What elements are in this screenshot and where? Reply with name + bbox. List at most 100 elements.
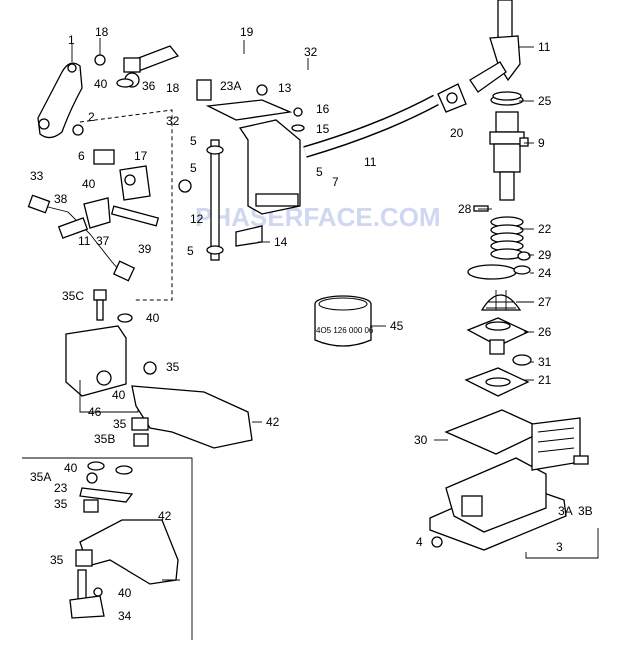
washer-40-top (116, 78, 134, 88)
nut-2 (72, 124, 84, 136)
tube-11 (303, 94, 439, 158)
joint-20 (437, 83, 467, 113)
callout-18-mid: 18 (166, 81, 180, 95)
callout-11-lever: 11 (538, 40, 551, 54)
screw-39 (110, 205, 160, 227)
callout-42-inset: 42 (158, 509, 172, 523)
lever-bracket-1 (37, 62, 83, 139)
bolt-35C (93, 289, 107, 321)
callout-16: 16 (316, 102, 330, 116)
callout-31: 31 (538, 355, 552, 369)
callout-12: 12 (190, 212, 204, 226)
shaft-9 (489, 111, 529, 201)
callout-40-inset-low: 40 (118, 586, 132, 600)
callout-26: 26 (538, 325, 552, 339)
callout-46: 46 (88, 405, 102, 419)
inset-assembly (69, 461, 179, 619)
callout-35-b: 35 (113, 417, 127, 431)
callout-5-a: 5 (190, 134, 197, 148)
inset-frame (22, 457, 193, 640)
callout-14: 14 (274, 235, 288, 249)
callout-21: 21 (538, 373, 552, 387)
callout-32-top: 32 (304, 45, 318, 59)
callout-19: 19 (240, 25, 254, 39)
callout-40-low: 40 (112, 388, 126, 402)
cross-member-42-upper (131, 361, 253, 449)
seal-plate-21 (464, 367, 530, 397)
callout-23A: 23A (220, 79, 241, 93)
lever-housing-46 (65, 325, 139, 413)
callout-35C: 35C (62, 289, 84, 303)
callout-28: 28 (458, 202, 472, 216)
callout-20: 20 (450, 126, 464, 140)
callout-13: 13 (278, 81, 292, 95)
bushing-18 (94, 54, 106, 66)
clamp-37 (83, 197, 111, 229)
callout-25: 25 (538, 94, 552, 108)
callout-35-a: 35 (166, 360, 180, 374)
callout-5-d: 5 (187, 244, 194, 258)
gear-lever-11 (469, 0, 521, 93)
callout-11-tube: 11 (364, 155, 377, 169)
ball-socket-27 (480, 290, 522, 311)
callout-4: 4 (416, 535, 423, 549)
callout-7: 7 (332, 175, 339, 189)
callout-24: 24 (538, 266, 552, 280)
dashed-assembly-line (79, 109, 173, 301)
callout-40-left: 40 (82, 177, 96, 191)
boot-45: 4O5 126 000 06 (314, 295, 374, 347)
boot-stamp: 4O5 126 000 06 (316, 326, 374, 335)
leader-lines (71, 38, 534, 581)
mount-18 (196, 79, 212, 101)
callout-35-d: 35 (50, 553, 64, 567)
nut-13 (256, 84, 268, 96)
gear-housing-3 (429, 417, 589, 551)
callout-45: 45 (390, 319, 404, 333)
callout-15: 15 (316, 122, 330, 136)
callout-29: 29 (538, 248, 552, 262)
callout-42-upper: 42 (266, 415, 280, 429)
callout-22: 22 (538, 222, 552, 236)
bracket-23A (205, 99, 301, 215)
callout-40-top: 40 (94, 77, 108, 91)
callout-2: 2 (88, 110, 95, 124)
callout-33: 33 (30, 169, 44, 183)
callout-35B: 35B (94, 432, 115, 446)
callout-3B: 3B (578, 504, 593, 518)
callout-9: 9 (538, 136, 545, 150)
callout-36: 36 (142, 79, 156, 93)
callout-6: 6 (78, 149, 85, 163)
callout-23: 23 (54, 481, 68, 495)
pin-28 (473, 205, 489, 212)
callout-1: 1 (68, 33, 75, 47)
bushing-38b (178, 179, 192, 193)
callout-11-left: 11 (78, 234, 91, 248)
callout-37: 37 (96, 234, 110, 248)
clip-6 (93, 149, 115, 165)
callout-labels: 1 18 19 32 11 40 36 18 23A 13 25 2 32 16… (30, 25, 593, 623)
callout-5-b: 5 (190, 161, 197, 175)
washer-40-mid (117, 313, 133, 323)
rod-19 (194, 32, 281, 72)
callout-30: 30 (414, 433, 428, 447)
clamp-17 (119, 165, 151, 201)
bracket-line-3 (525, 528, 599, 559)
callout-17: 17 (134, 149, 148, 163)
bushing-31 (512, 354, 532, 366)
callout-18-top: 18 (95, 25, 109, 39)
callout-3A: 3A (558, 504, 573, 518)
watermark-text: PHASERFACE.COM (195, 202, 441, 232)
bolt-16 (293, 107, 303, 117)
callout-34: 34 (118, 609, 132, 623)
callout-40-mid: 40 (146, 311, 160, 325)
callout-38: 38 (54, 192, 68, 206)
pivot-pin-12 (206, 139, 224, 261)
callout-5-c: 5 (316, 165, 323, 179)
plate-24 (467, 251, 531, 280)
shift-rod-upper (123, 45, 180, 88)
callout-35A: 35A (30, 470, 51, 484)
callout-40-inset-top: 40 (64, 461, 78, 475)
gasket-30 (444, 409, 548, 455)
washer-15 (291, 124, 305, 132)
